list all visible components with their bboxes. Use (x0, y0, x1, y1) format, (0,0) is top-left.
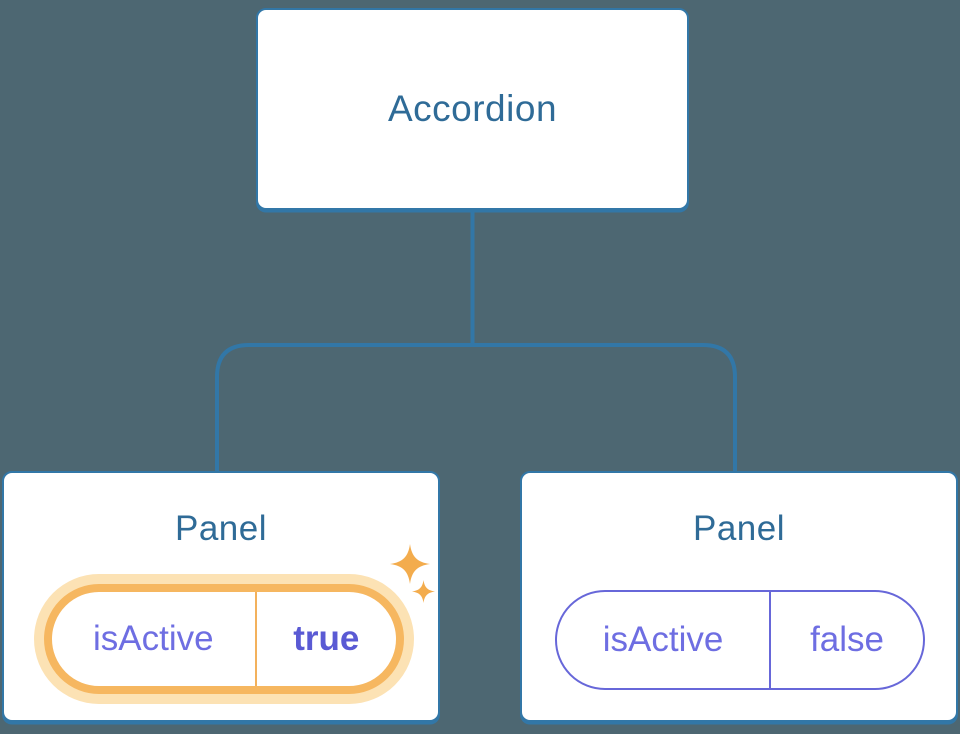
accordion-component-box: Accordion (256, 8, 689, 210)
state-value-label: true (293, 619, 360, 658)
sparkle-icon (412, 580, 435, 603)
sparkle-icon (390, 544, 430, 584)
state-pill-inactive: isActive false (555, 590, 925, 690)
panel-label: Panel (174, 509, 268, 548)
panel-component-box-active: Panel isActive true (2, 471, 440, 722)
state-value-label: false (810, 620, 885, 659)
state-key-label: isActive (557, 592, 772, 688)
state-key-label: isActive (52, 592, 257, 686)
state-pill-active: isActive true (44, 584, 404, 694)
accordion-label: Accordion (387, 88, 558, 129)
panel-component-box-inactive: Panel isActive false (520, 471, 958, 722)
panel-label: Panel (692, 509, 786, 548)
